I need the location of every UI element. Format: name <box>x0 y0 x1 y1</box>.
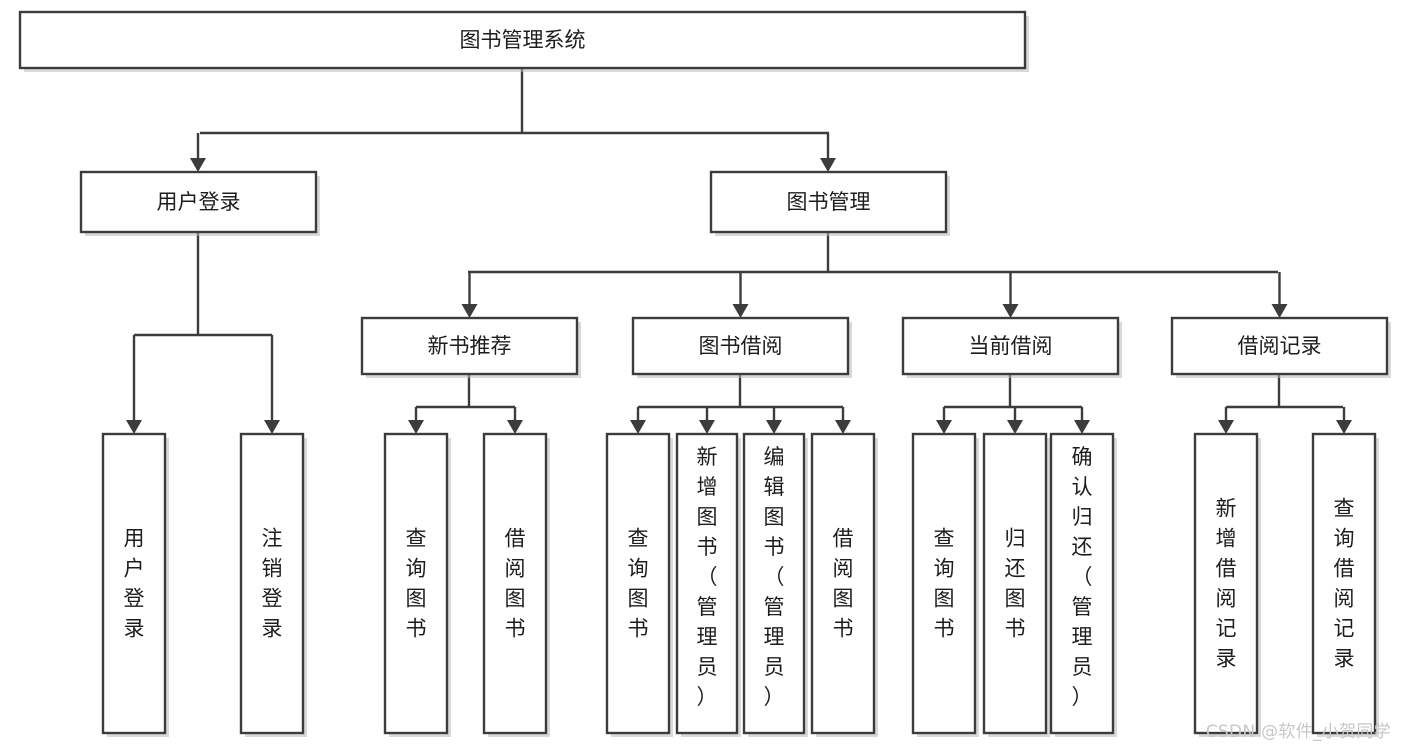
arrow-to-new-book <box>461 272 478 318</box>
arrow-to-borrow-book <box>732 272 749 318</box>
record-bus <box>1226 374 1343 409</box>
node-leaf-8[interactable]: 查询图书 <box>911 432 979 737</box>
node-label: 当前借阅 <box>969 334 1053 358</box>
node-label: 编辑图书（管理员） <box>764 445 785 709</box>
current-borrow-bus <box>944 374 1082 409</box>
arrow-to-leaf-1 <box>264 335 280 434</box>
node-leaf-7[interactable]: 借阅图书 <box>810 432 878 737</box>
node-label: 新增借阅记录 <box>1216 497 1237 671</box>
connector-layer <box>126 68 1352 434</box>
node-leaf-2[interactable]: 查询图书 <box>383 432 451 737</box>
node-label: 借阅记录 <box>1238 334 1322 358</box>
node-leaf-11[interactable]: 新增借阅记录 <box>1193 432 1261 737</box>
arrow-to-leaf-7 <box>835 407 851 434</box>
user-login-bus <box>134 232 272 337</box>
node-level3-2[interactable]: 当前借阅 <box>901 316 1122 378</box>
node-label: 查询图书 <box>406 527 427 641</box>
node-label: 归还图书 <box>1005 527 1026 641</box>
node-level2-1[interactable]: 图书管理 <box>709 170 950 236</box>
node-label: 用户登录 <box>124 527 145 641</box>
node-label: 确认归还（管理员） <box>1072 445 1093 709</box>
arrow-to-borrow-record <box>1271 272 1288 318</box>
root-bus <box>200 68 829 135</box>
arrow-to-leaf-3 <box>507 407 523 434</box>
arrow-to-leaf-5 <box>699 407 715 434</box>
node-label: 新增图书（管理员） <box>697 445 718 709</box>
csdn-watermark: CSDN @软件_小贺同学 <box>1205 722 1391 742</box>
node-leaf-12[interactable]: 查询借阅记录 <box>1311 432 1379 737</box>
node-level3-3[interactable]: 借阅记录 <box>1170 316 1391 378</box>
node-label: 用户登录 <box>157 190 241 214</box>
node-leaf-1[interactable]: 注销登录 <box>239 432 307 737</box>
node-level3-1[interactable]: 图书借阅 <box>631 316 852 378</box>
node-label: 查询借阅记录 <box>1334 497 1355 671</box>
arrow-to-leaf-2 <box>408 407 424 434</box>
node-label: 查询图书 <box>628 527 649 641</box>
arrow-to-leaf-9 <box>1007 407 1023 434</box>
node-label: 查询图书 <box>934 527 955 641</box>
node-label: 图书管理系统 <box>460 28 586 52</box>
new-book-bus <box>416 374 515 409</box>
node-level2-0[interactable]: 用户登录 <box>79 170 320 236</box>
node-level3-0[interactable]: 新书推荐 <box>360 316 581 378</box>
node-leaf-9[interactable]: 归还图书 <box>982 432 1050 737</box>
arrow-to-leaf-12 <box>1336 407 1352 434</box>
node-layer: 图书管理系统用户登录图书管理新书推荐图书借阅当前借阅借阅记录用户登录注销登录查询… <box>18 10 1391 737</box>
node-label: 注销登录 <box>262 527 283 641</box>
node-leaf-4[interactable]: 查询图书 <box>605 432 673 737</box>
node-leaf-10[interactable]: 确认归还（管理员） <box>1049 432 1117 737</box>
book-manage-bus <box>468 232 1278 274</box>
node-leaf-6[interactable]: 编辑图书（管理员） <box>742 432 808 737</box>
arrow-to-user-login <box>190 133 206 172</box>
node-label: 借阅图书 <box>833 527 854 641</box>
node-leaf-0[interactable]: 用户登录 <box>101 432 169 737</box>
node-label: 借阅图书 <box>505 527 526 641</box>
arrow-to-leaf-10 <box>1074 407 1090 434</box>
node-root-system[interactable]: 图书管理系统 <box>18 10 1029 72</box>
arrow-to-leaf-6 <box>766 407 782 434</box>
arrow-to-book-manage <box>820 133 836 172</box>
node-leaf-3[interactable]: 借阅图书 <box>482 432 550 737</box>
arrow-to-leaf-8 <box>936 407 952 434</box>
node-label: 图书管理 <box>787 190 871 214</box>
arrow-to-leaf-0 <box>126 335 142 434</box>
node-label: 新书推荐 <box>428 334 512 358</box>
arrow-to-leaf-4 <box>630 407 646 434</box>
arrow-to-current-borrow <box>1002 272 1019 318</box>
arrow-to-leaf-11 <box>1218 407 1234 434</box>
node-label: 图书借阅 <box>699 334 783 358</box>
node-leaf-5[interactable]: 新增图书（管理员） <box>675 432 741 737</box>
borrow-bus <box>638 374 843 409</box>
